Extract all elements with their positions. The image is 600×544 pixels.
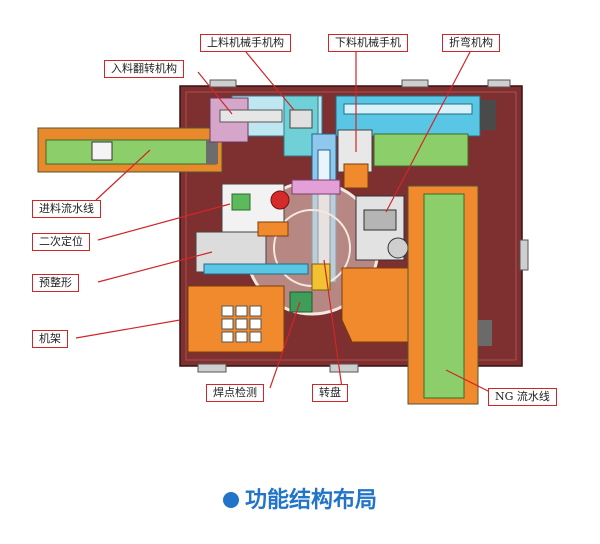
label-infeed-conveyor: 进料流水线 [32,200,101,218]
label-pre-shaping: 预整形 [32,274,79,292]
caption-text: 功能结构布局 [244,488,377,513]
leader-bending [385,51,471,213]
leader-secondary-positioning [97,203,231,241]
leader-infeed-flip [197,71,233,115]
keypad-key [249,331,262,343]
control-keypad [221,305,262,343]
bending-mechanism-detail [363,209,397,231]
frame-right-tab [519,239,529,271]
loading-robot-gripper [289,109,313,129]
label-bending: 折弯机构 [442,34,500,52]
ng-conveyor-belt [423,193,465,399]
red-cylinder [270,190,290,210]
pink-fixture [291,179,341,195]
ng-conveyor-motor [478,320,492,346]
bullet-dot-icon [222,492,239,508]
label-secondary-positioning: 二次定位 [32,233,90,251]
leader-pre-shaping [97,251,213,283]
frame-top-tab-far [487,79,511,88]
label-ng-conveyor: NG 流水线 [488,388,557,406]
flip-mechanism-arm [219,109,283,123]
leader-turntable [323,259,343,389]
rail-motor [480,100,496,130]
keypad-key [235,305,248,317]
leader-infeed-conveyor [95,149,151,201]
label-infeed-flip: 入料翻转机构 [104,60,184,78]
keypad-key [221,318,234,330]
frame-bottom-tab-mid [329,363,359,373]
frame-bottom-tab-left [197,363,227,373]
leader-loading-robot [245,51,295,111]
caption: 功能结构布局 [0,482,600,514]
leader-ng-conveyor [445,369,495,395]
secondary-positioning-green [231,193,251,211]
frame-top-tab-right [401,79,429,88]
top-rail-right [335,95,481,137]
label-machine-frame: 机架 [32,330,68,348]
label-unloading-robot: 下料机械手机 [328,34,408,52]
keypad-key [221,331,234,343]
leader-solder-inspection [269,301,301,389]
keypad-key [235,318,248,330]
top-rail-slot [343,103,473,115]
leader-machine-frame [75,319,181,339]
leader-lines [75,51,495,395]
frame-top-tab-left [209,79,237,88]
orange-plate-center [341,267,413,343]
bending-gear [387,237,409,259]
infeed-sensor [206,140,218,164]
orange-bracket-left [257,221,289,237]
unloading-green-plate [373,133,469,167]
keypad-key [221,305,234,317]
label-loading-robot: 上料机械手机构 [200,34,291,52]
keypad-key [249,305,262,317]
infeed-conveyor-belt [45,139,217,165]
infeed-product-box [91,141,113,161]
solder-inspection-camera [289,291,313,313]
keypad-key [235,331,248,343]
label-solder-inspection: 焊点检测 [206,384,264,402]
orange-bracket-top [343,163,369,189]
frame-inner-border [185,91,517,361]
keypad-key [249,318,262,330]
pre-shaping-blue-rail [203,263,309,275]
label-turntable: 转盘 [312,384,348,402]
